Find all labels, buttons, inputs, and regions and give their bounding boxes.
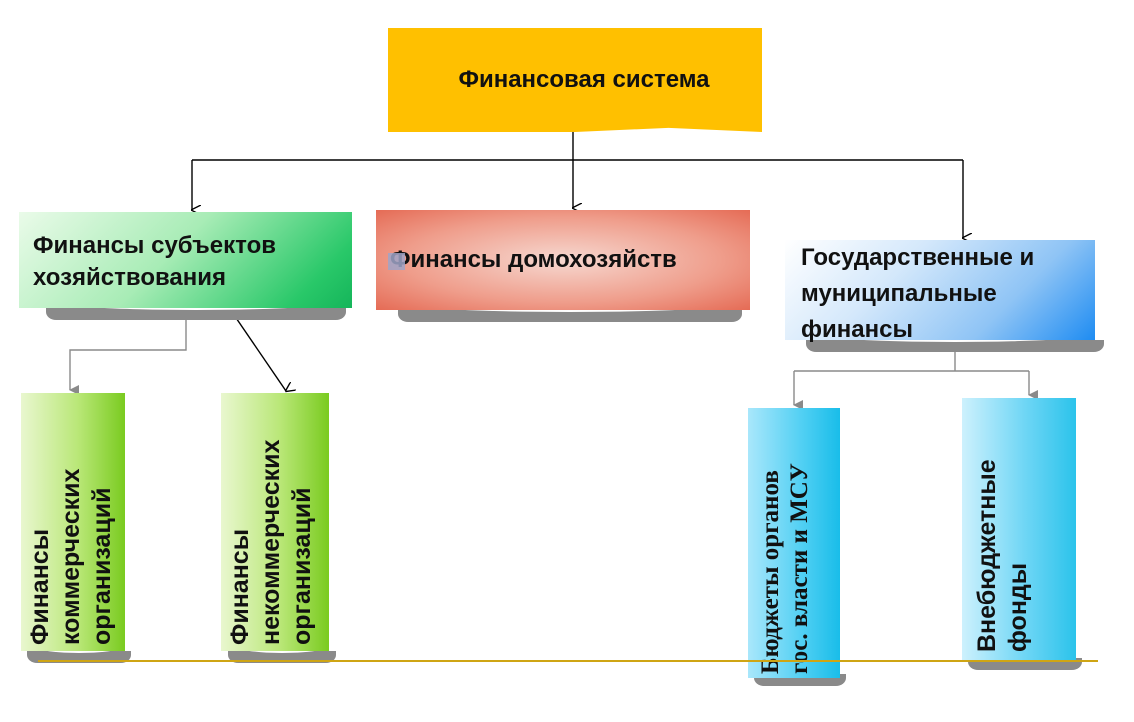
subjects-shadow: [46, 300, 346, 320]
node-business-finance-label: Финансы субъектов хозяйствования: [33, 232, 276, 291]
households-shadow: [398, 302, 742, 322]
arrow-to-noncommercial: [231, 311, 286, 391]
node-public-finance: Государственные и муниципальные финансы: [785, 240, 1095, 343]
node-off-budget-funds: Внебюджетные фонды: [962, 398, 1076, 660]
node-household-finance: Финансы домохозяйств: [376, 210, 750, 310]
node-household-finance-label: Финансы домохозяйств: [388, 246, 677, 273]
bottom-rule: [38, 660, 1098, 662]
root-node-label: Финансовая система: [458, 66, 710, 93]
marker-square-icon: [388, 253, 405, 270]
node-public-finance-label: Государственные и муниципальные финансы: [801, 244, 1035, 343]
node-commercial-org-finance-label: Финансы коммерческих организаций: [26, 468, 116, 645]
node-government-budgets-label: Бюджеты органов гос. власти и МСУ: [757, 463, 813, 674]
node-noncommercial-org-finance: Финансы некоммерческих организаций: [221, 393, 329, 651]
node-business-finance: Финансы субъектов хозяйствования: [19, 212, 352, 308]
node-noncommercial-org-finance-label: Финансы некоммерческих организаций: [226, 439, 316, 645]
root-node-financial-system: Финансовая система: [388, 28, 762, 132]
node-commercial-org-finance: Финансы коммерческих организаций: [21, 393, 125, 651]
node-government-budgets: Бюджеты органов гос. власти и МСУ: [748, 408, 840, 678]
arrow-to-commercial: [69, 312, 187, 395]
node-off-budget-funds-label: Внебюджетные фонды: [973, 459, 1032, 652]
